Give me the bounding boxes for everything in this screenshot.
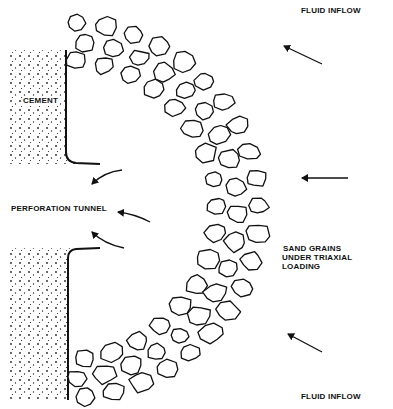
sand-grain	[194, 74, 214, 91]
flow-arrow	[118, 212, 150, 222]
inflow-label-text: FLUID INFLOW	[300, 392, 362, 401]
sand-grain	[96, 17, 117, 36]
sand-grain	[76, 350, 93, 367]
sand-grain	[214, 94, 235, 110]
sand-grain	[101, 342, 123, 362]
sand-grain	[203, 284, 227, 302]
sand-grain	[226, 178, 247, 196]
sand-grain	[130, 50, 150, 65]
cement-block	[8, 50, 100, 164]
material-label: CEMENT	[22, 96, 66, 105]
sand-grain	[174, 51, 196, 72]
sand-grain	[124, 26, 143, 43]
sand-grain	[154, 62, 176, 82]
sand-grain	[76, 388, 95, 407]
cement-block	[8, 248, 100, 400]
cement-edge	[66, 50, 100, 164]
sand-grain	[95, 58, 113, 75]
sand-grain	[204, 224, 226, 242]
inflow-label-text: FLUID INFLOW	[300, 6, 362, 15]
inflow-label: FLUID INFLOW	[300, 392, 380, 401]
sand-grain	[218, 150, 239, 168]
inflow-arrow	[284, 46, 322, 64]
sand-grain	[66, 52, 85, 68]
sand-grain	[227, 206, 247, 222]
sand-grain	[247, 171, 266, 187]
sand-grain	[129, 373, 154, 393]
inflow-arrow	[288, 334, 322, 352]
sand-grain	[205, 172, 221, 187]
sand-grain	[93, 366, 117, 384]
sand-grain	[157, 359, 178, 377]
sand-grain	[208, 126, 230, 145]
sand-grain	[196, 143, 217, 163]
sand-grain	[165, 99, 186, 116]
sand-grain	[240, 252, 262, 270]
sand-grain	[231, 279, 253, 297]
sand-grain	[127, 331, 147, 349]
sand-grain	[238, 144, 261, 159]
sand-grain	[187, 307, 210, 325]
sand-grain	[246, 225, 270, 242]
sand-grain	[148, 343, 165, 359]
sand-grain	[103, 383, 124, 399]
sand-grain	[223, 232, 244, 253]
sand-grain	[195, 103, 213, 120]
sand-grain	[149, 37, 170, 56]
sand-grain	[207, 199, 225, 215]
tunnel-label: PERFORATION TUNNEL	[10, 204, 110, 213]
sand-grain	[149, 318, 170, 335]
grain-label-text: SAND GRAINS UNDER TRIAXIAL LOADING	[282, 244, 352, 271]
sand-grain	[226, 116, 248, 133]
sand-grain	[68, 14, 86, 31]
material-label-text: CEMENT	[22, 96, 59, 105]
flow-arrow	[92, 170, 122, 184]
flow-arrow	[92, 232, 124, 248]
inflow-label: FLUID INFLOW	[300, 6, 380, 15]
sand-grain	[198, 250, 220, 269]
sand-grain	[181, 345, 200, 361]
sand-grain	[219, 260, 237, 277]
tunnel-label-text: PERFORATION TUNNEL	[10, 204, 108, 213]
sand-grain	[181, 120, 204, 137]
sand-grain	[249, 198, 270, 213]
sand-grain	[171, 329, 189, 344]
sand-grain	[198, 323, 223, 344]
inflow-arrow	[302, 177, 348, 178]
sand-grain	[121, 66, 140, 83]
sand-grain	[121, 356, 141, 375]
sand-grain	[177, 82, 196, 98]
sand-grain	[104, 39, 124, 56]
grain-label: SAND GRAINS UNDER TRIAXIAL LOADING	[282, 244, 354, 272]
sand-grain	[76, 35, 94, 53]
sand-grain	[68, 372, 87, 387]
sand-grain	[216, 301, 241, 320]
